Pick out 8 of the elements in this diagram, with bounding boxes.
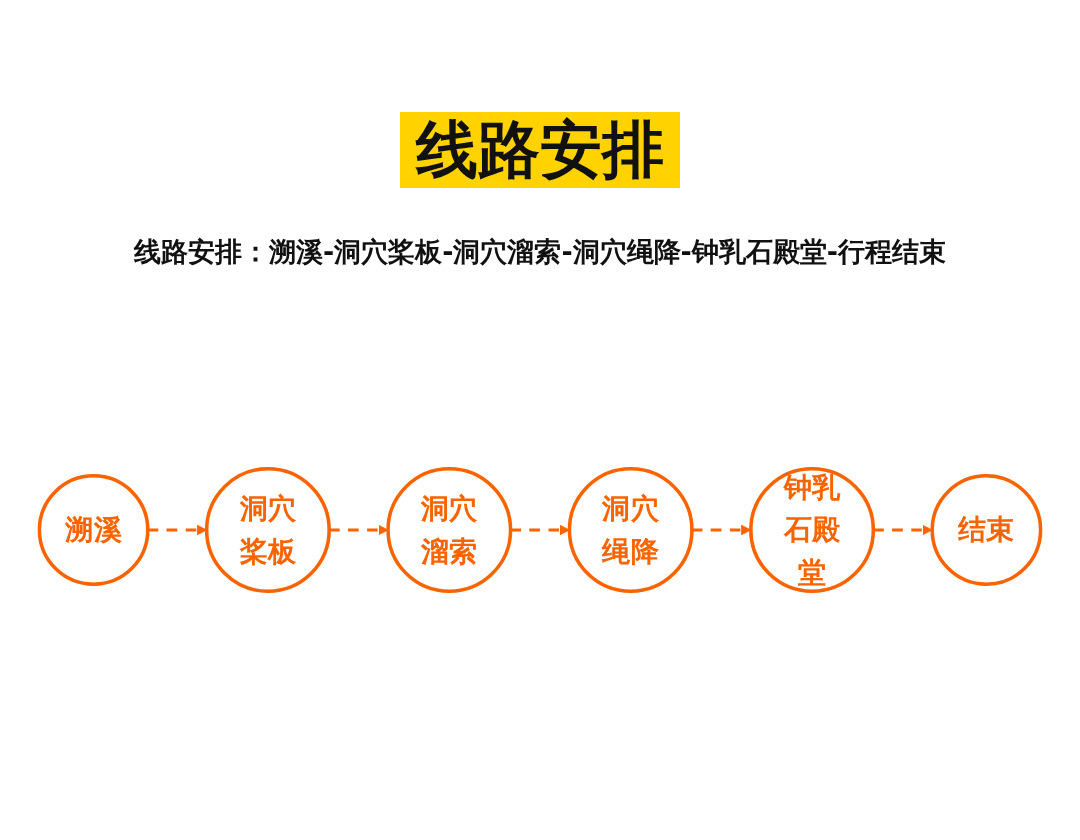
node-circle: 溯溪	[37, 474, 150, 586]
node-circle: 结束	[930, 474, 1043, 586]
node-circle: 钟乳石殿堂	[749, 467, 876, 593]
node-circle: 洞穴绳降	[567, 467, 694, 593]
route-summary-text: 线路安排：溯溪-洞穴桨板-洞穴溜索-洞穴绳降-钟乳石殿堂-行程结束	[134, 235, 946, 269]
title-text: 线路安排	[400, 112, 680, 188]
node-circle: 洞穴溜索	[386, 467, 513, 593]
node-circle: 洞穴桨板	[204, 467, 331, 593]
